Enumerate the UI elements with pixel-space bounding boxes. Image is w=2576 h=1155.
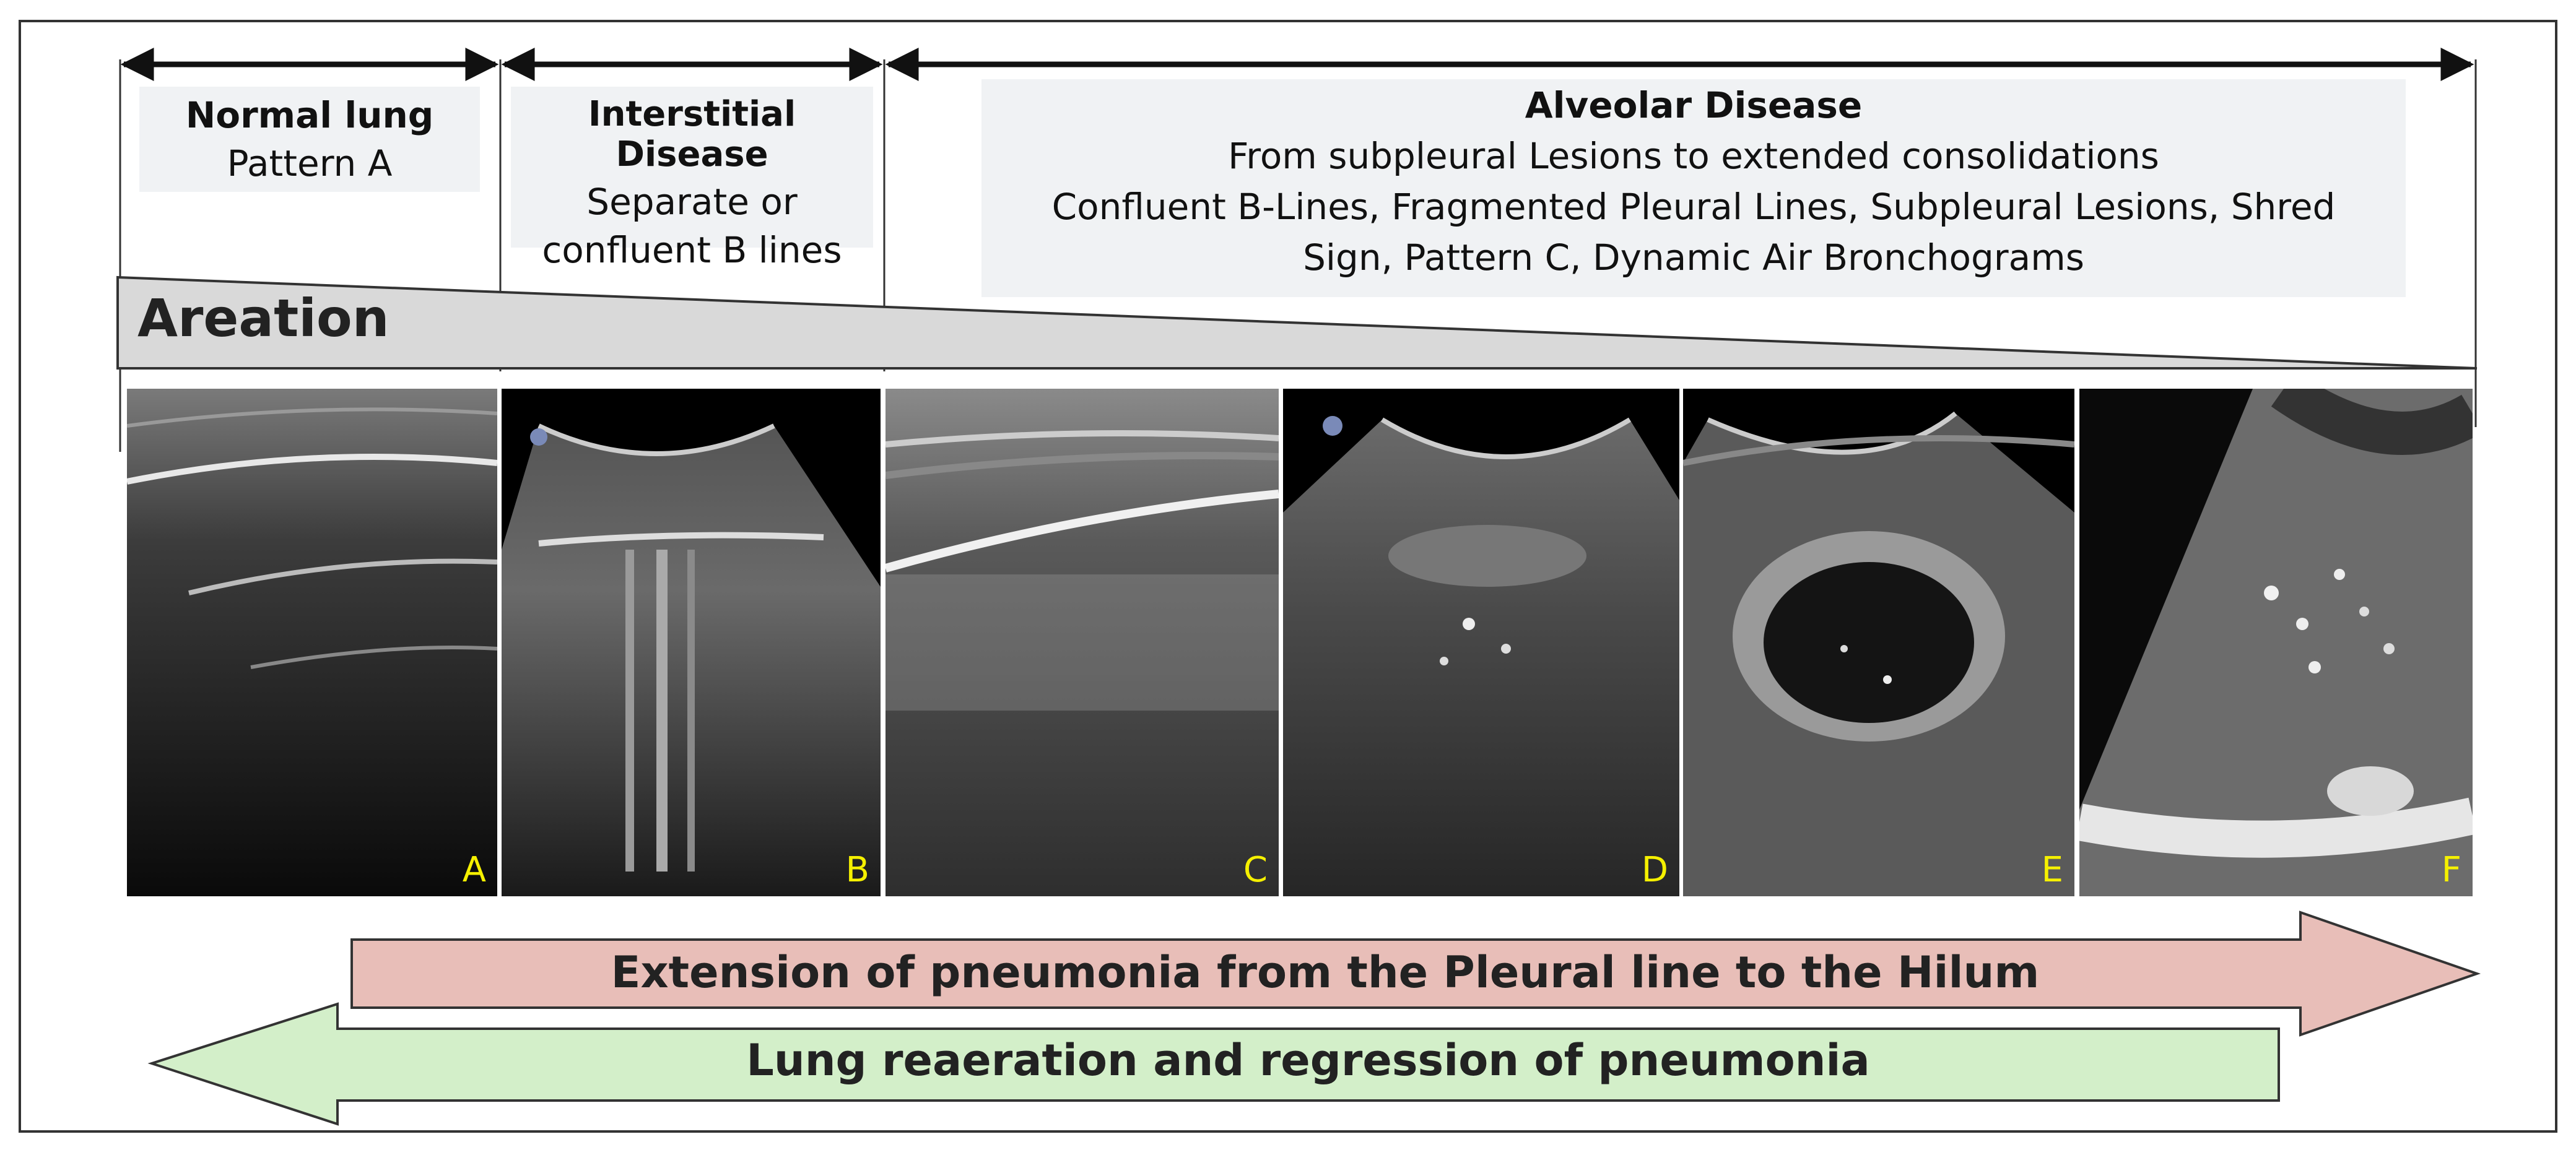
regression-arrow-shape bbox=[147, 1002, 2280, 1126]
figure-frame bbox=[19, 20, 2557, 1133]
areation-wedge bbox=[116, 275, 2478, 370]
linear-probe-ultrasound-icon bbox=[886, 389, 1279, 896]
interstitial-line2: confluent B lines bbox=[542, 229, 842, 271]
extension-arrow-label: Extension of pneumonia from the Pleural … bbox=[611, 947, 2040, 998]
areation-label: Areation bbox=[137, 288, 389, 348]
convex-probe-ultrasound-icon bbox=[502, 389, 881, 896]
convex-probe-ultrasound-icon bbox=[1283, 389, 1679, 896]
convex-probe-ultrasound-icon bbox=[1683, 389, 2074, 896]
panel-label-f: F bbox=[2441, 850, 2461, 890]
alveolar-title: Alveolar Disease bbox=[1525, 84, 1863, 126]
panel-label-e: E bbox=[2041, 850, 2063, 890]
alveolar-header: Alveolar Disease From subpleural Lesions… bbox=[981, 79, 2406, 297]
alveolar-line3: Sign, Pattern C, Dynamic Air Bronchogram… bbox=[1303, 236, 2084, 279]
ultrasound-panel-c: C bbox=[886, 389, 1279, 896]
panel-label-a: A bbox=[462, 850, 486, 890]
linear-probe-ultrasound-icon bbox=[127, 389, 497, 896]
panel-label-c: C bbox=[1243, 850, 1268, 890]
extension-arrow-shape bbox=[350, 911, 2481, 1037]
ultrasound-panel-a: A bbox=[127, 389, 497, 896]
normal-lung-subtitle: Pattern A bbox=[227, 142, 393, 184]
ultrasound-panel-d: D bbox=[1283, 389, 1679, 896]
normal-lung-header: Normal lung Pattern A bbox=[139, 87, 480, 192]
interstitial-header: Interstitial Disease Separate or conflue… bbox=[511, 87, 873, 271]
interstitial-title: Interstitial Disease bbox=[588, 94, 796, 175]
ultrasound-panel-b: B bbox=[502, 389, 881, 896]
alveolar-line2: Confluent B-Lines, Fragmented Pleural Li… bbox=[1051, 186, 2336, 228]
panel-label-d: D bbox=[1641, 850, 1668, 890]
sector-ultrasound-icon bbox=[2079, 389, 2473, 896]
regression-arrow-label: Lung reaeration and regression of pneumo… bbox=[746, 1035, 1870, 1086]
panel-label-b: B bbox=[845, 850, 869, 890]
alveolar-line1: From subpleural Lesions to extended cons… bbox=[1228, 135, 2159, 177]
ultrasound-panel-f: F bbox=[2079, 389, 2473, 896]
normal-lung-title: Normal lung bbox=[185, 94, 434, 136]
interstitial-line1: Separate or bbox=[586, 181, 798, 223]
ultrasound-panel-e: E bbox=[1683, 389, 2074, 896]
